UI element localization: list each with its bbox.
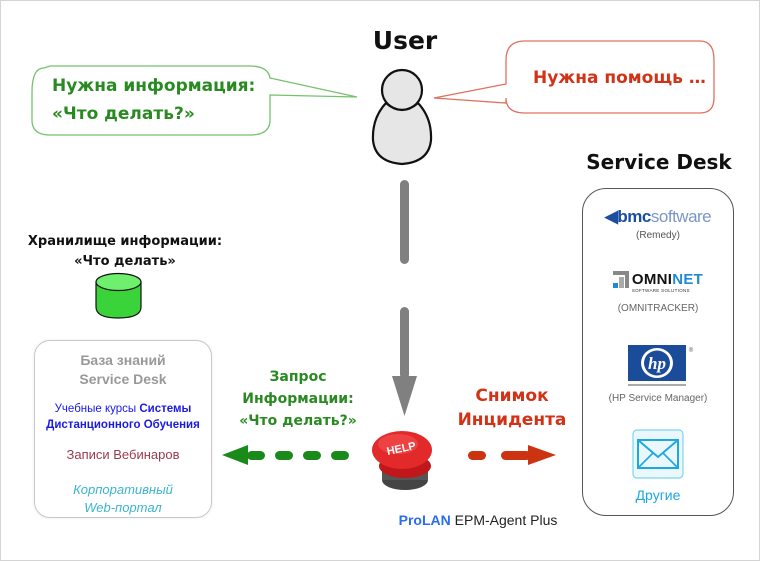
info-needed-bubble: Нужна информация: «Что делать?» (52, 72, 255, 128)
bmc-caption: (Remedy) (636, 230, 680, 241)
right-arrow-head (528, 445, 556, 465)
omninet-part1: OMNI (631, 271, 673, 288)
down-arrow-head (392, 376, 417, 416)
bmc-logo: ◀bmcsoftware (583, 207, 733, 227)
kb-title-line1: База знаний (80, 352, 166, 368)
kb-courses[interactable]: Учебные курсы Системы Дистанционного Обу… (35, 401, 211, 433)
hp-caption: (HP Service Manager) (608, 393, 708, 404)
dash (501, 451, 531, 460)
connector-arrow-shaft (400, 307, 409, 379)
dash (468, 451, 486, 460)
bmc-chevron-icon: ◀ (604, 207, 618, 226)
help-needed-bubble: Нужна помощь … (533, 68, 706, 88)
agent-brand: ProLAN (398, 512, 451, 528)
omninet-logo-icon (612, 271, 629, 288)
omninet-logo: OMNINET SOFTWARE SOLUTIONS (612, 271, 704, 293)
knowledge-base-title: База знаний Service Desk (35, 351, 211, 389)
snapshot-label: Снимок Инцидента (452, 384, 572, 432)
sd-item-other[interactable]: Другие (583, 429, 733, 503)
info-bubble-shape (31, 65, 358, 136)
dash (275, 451, 293, 460)
help-button-icon: HELP (372, 431, 432, 490)
kb-portal[interactable]: Корпоративный Web-портал (35, 481, 211, 517)
kb-portal-line2: Web-портал (84, 500, 162, 515)
storage-title-line2: «Что делать» (74, 254, 176, 269)
help-bubble-shape (433, 40, 715, 114)
connector-segment (400, 180, 409, 264)
omninet-sub: SOFTWARE SOLUTIONS (631, 288, 690, 293)
omninet-part2: NET (672, 271, 704, 288)
help-button-label: HELP (386, 440, 417, 458)
request-line3: «Что делать?» (239, 413, 357, 429)
kb-courses-prefix: Учебные курсы (54, 403, 140, 415)
envelope-icon (632, 429, 684, 479)
request-label: Запрос Информации: «Что делать?» (228, 366, 368, 432)
left-arrow-head (222, 445, 248, 465)
dash (303, 451, 321, 460)
service-desk-title: Service Desk (586, 150, 732, 174)
knowledge-base-box: База знаний Service Desk Учебные курсы С… (34, 340, 212, 518)
storage-title: Хранилище информации: «Что делать» (20, 232, 230, 272)
info-needed-line1: Нужна информация: (52, 76, 256, 96)
bmc-logo-bold: bmc (617, 207, 651, 226)
bmc-logo-light: software (650, 207, 712, 226)
kb-courses-bold2: Дистанционного Обучения (46, 419, 200, 431)
request-line2: Информации: (242, 391, 354, 407)
kb-portal-line1: Корпоративный (73, 482, 173, 497)
sd-item-hp[interactable]: hp ® (HP Service Manager) (583, 345, 733, 404)
snapshot-line2: Инцидента (457, 410, 567, 430)
database-icon (95, 272, 142, 319)
info-needed-line2: «Что делать?» (52, 104, 195, 124)
user-title: User (372, 26, 438, 55)
service-desk-box: ◀bmcsoftware (Remedy) OMNINET SOFTWARE S… (582, 188, 734, 516)
person-icon (371, 68, 433, 166)
hp-logo: hp ® (628, 345, 694, 386)
dash (331, 451, 349, 460)
hp-logo-text: hp (648, 354, 666, 373)
storage-title-line1: Хранилище информации: (27, 234, 223, 249)
omninet-caption: (OMNITRACKER) (617, 303, 699, 314)
agent-product: EPM-Agent Plus (450, 512, 558, 528)
kb-webinars[interactable]: Записи Вебинаров (66, 447, 180, 462)
dash (247, 451, 265, 460)
snapshot-line1: Снимок (475, 386, 549, 406)
other-caption: Другие (635, 487, 681, 503)
svg-text:®: ® (689, 347, 694, 354)
kb-title-line2: Service Desk (79, 371, 167, 387)
kb-courses-bold1: Системы (139, 403, 192, 415)
sd-item-omninet[interactable]: OMNINET SOFTWARE SOLUTIONS (OMNITRACKER) (583, 271, 733, 314)
agent-label: ProLAN EPM-Agent Plus (399, 512, 558, 528)
request-line1: Запрос (269, 369, 327, 385)
sd-item-bmc[interactable]: ◀bmcsoftware (Remedy) (583, 207, 733, 241)
